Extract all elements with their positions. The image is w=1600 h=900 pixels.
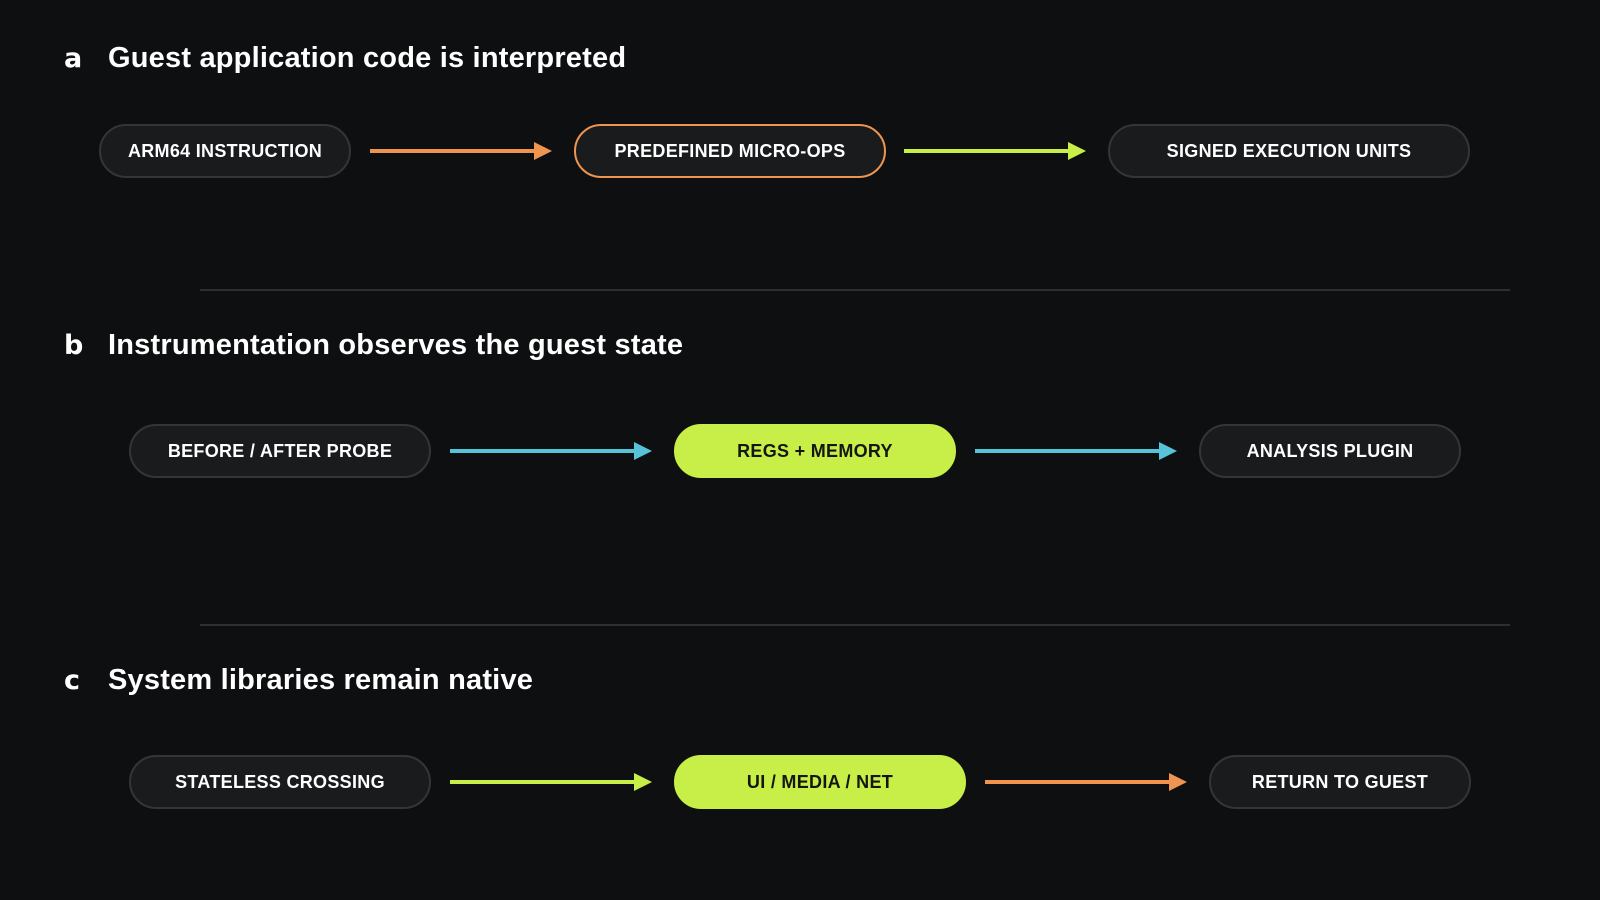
arrow-graphic bbox=[985, 773, 1187, 791]
arrow-graphic bbox=[904, 142, 1086, 160]
section-heading-a: a Guest application code is interpreted bbox=[64, 42, 626, 75]
section-title-c: System libraries remain native bbox=[108, 664, 534, 696]
arrow-a2 bbox=[904, 141, 1086, 161]
arrow-b1 bbox=[450, 441, 652, 461]
arrow-head bbox=[1169, 773, 1187, 791]
arrow-head bbox=[1159, 442, 1177, 460]
arrow-head bbox=[534, 142, 552, 160]
node-regs-memory: REGS + MEMORY bbox=[674, 424, 956, 478]
arrow-graphic bbox=[450, 773, 652, 791]
node-stateless-crossing: STATELESS CROSSING bbox=[129, 755, 431, 809]
arrow-graphic bbox=[975, 442, 1177, 460]
arrow-b2 bbox=[975, 441, 1177, 461]
node-ui-media-net: UI / MEDIA / NET bbox=[674, 755, 966, 809]
arrow-head bbox=[634, 773, 652, 791]
node-return-to-guest: RETURN TO GUEST bbox=[1209, 755, 1471, 809]
section-divider-1 bbox=[200, 289, 1510, 291]
arrow-head bbox=[634, 442, 652, 460]
section-letter-b: b bbox=[64, 330, 84, 361]
section-letter-c: c bbox=[64, 665, 81, 696]
node-signed-execution-units: SIGNED EXECUTION UNITS bbox=[1108, 124, 1470, 178]
section-letter-a: a bbox=[64, 43, 83, 74]
arrow-c1 bbox=[450, 772, 652, 792]
node-before-after-probe: BEFORE / AFTER PROBE bbox=[129, 424, 431, 478]
section-title-a: Guest application code is interpreted bbox=[108, 42, 627, 74]
arrow-head bbox=[1068, 142, 1086, 160]
arrow-c2 bbox=[985, 772, 1187, 792]
section-heading-c: c System libraries remain native bbox=[64, 664, 533, 697]
section-heading-b: b Instrumentation observes the guest sta… bbox=[64, 329, 683, 362]
arrow-graphic bbox=[450, 442, 652, 460]
node-predefined-micro-ops: PREDEFINED MICRO-OPS bbox=[574, 124, 886, 178]
section-title-b: Instrumentation observes the guest state bbox=[108, 329, 684, 361]
arrow-graphic bbox=[370, 142, 552, 160]
node-analysis-plugin: ANALYSIS PLUGIN bbox=[1199, 424, 1461, 478]
arrow-a1 bbox=[370, 141, 552, 161]
section-divider-2 bbox=[200, 624, 1510, 626]
node-arm64-instruction: ARM64 INSTRUCTION bbox=[99, 124, 351, 178]
